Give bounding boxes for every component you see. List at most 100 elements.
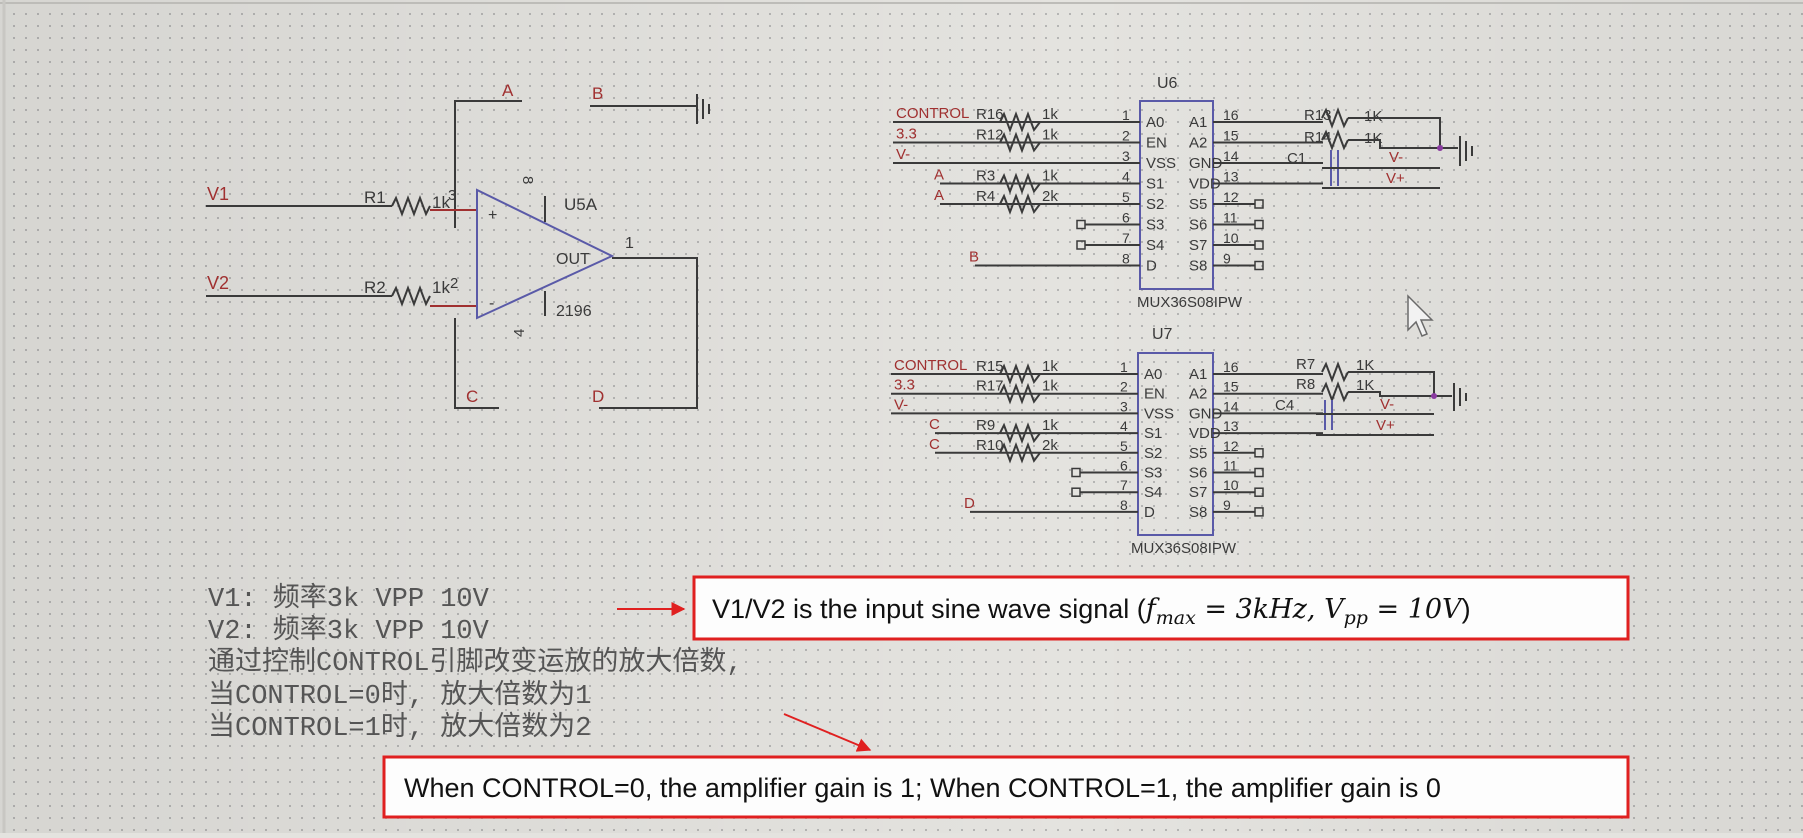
mux-u7-nc-pin xyxy=(1254,507,1264,517)
mux-u6-right-pin-num: 15 xyxy=(1223,128,1239,144)
mux-u7-ref: U7 xyxy=(1152,326,1173,343)
mux-u6-net-label: CONTROL xyxy=(896,105,969,122)
mux-u7-net-label: V- xyxy=(894,396,908,413)
mux-u6-right-pin-num: 9 xyxy=(1223,251,1231,267)
ground-symbol xyxy=(696,94,710,124)
mux-u7-right-pin-num: 15 xyxy=(1223,379,1239,395)
mux-u7-vminus: V- xyxy=(1380,396,1394,413)
mux-u6-right-pin-num: 13 xyxy=(1223,169,1239,185)
mux-u7-right-pin-num: 11 xyxy=(1223,458,1238,474)
annotation-text-top: V1/V2 is the input sine wave signal (fma… xyxy=(712,594,1471,629)
mux-u6-left-resistor xyxy=(999,172,1041,195)
mux-u6-net-label: B xyxy=(969,249,979,266)
mux-u6-right-pin-num: 14 xyxy=(1223,148,1239,164)
mux-u6-part: MUX36S08IPW xyxy=(1137,294,1243,311)
net-label-d: D xyxy=(592,387,604,406)
mux-u7-net-label: 3.3 xyxy=(894,377,915,394)
mux-u7-right-pin-num: 9 xyxy=(1223,497,1231,513)
mux-u6-left-pin-num: 7 xyxy=(1122,230,1130,246)
notes-block: V1: 频率3k VPP 10V V2: 频率3k VPP 10V 通过控制CO… xyxy=(208,582,743,744)
mux-u6-cap-ref: C1 xyxy=(1287,150,1306,167)
mux-u7-r7-ref: R7 xyxy=(1296,356,1315,373)
input-label-v1: V1 xyxy=(207,184,229,204)
mux-u7-left-pin-name: A0 xyxy=(1144,366,1162,383)
mux-u7-right-pin-name: S7 xyxy=(1189,484,1207,501)
mux-u7-net-label: CONTROL xyxy=(894,357,967,374)
mux-u6-body xyxy=(1139,100,1214,290)
mux-u6-right-pin-name: S6 xyxy=(1189,217,1207,234)
mux-u7-r8 xyxy=(1321,381,1349,403)
mux-u7-right-wire-a2 xyxy=(1348,391,1452,397)
mux-u7-left-pin-num: 3 xyxy=(1120,398,1128,414)
mux-u6-right-pin-name: S5 xyxy=(1189,196,1207,213)
mux-u6-left-pin-name: S2 xyxy=(1146,196,1164,213)
annotation-top-v: V xyxy=(1324,594,1346,625)
mux-u6-r14-val: 1K xyxy=(1364,130,1382,147)
mux-u6-left-resistor-ref: R16 xyxy=(976,106,1004,123)
mux-u6-left-resistor-ref: R3 xyxy=(976,168,995,185)
mux-u6-vplus: V+ xyxy=(1386,170,1405,187)
mux-u7-r7-val: 1K xyxy=(1356,357,1374,374)
mux-u7-nc-pin xyxy=(1254,467,1264,478)
mux-u6-r14-ref: R14 xyxy=(1304,129,1332,146)
mux-u7-vplus: V+ xyxy=(1376,417,1395,434)
mux-u7-left-resistor xyxy=(999,363,1041,385)
mux-u7-left-pin-num: 1 xyxy=(1120,359,1128,375)
mux-u7-left-resistor-ref: R10 xyxy=(976,437,1004,454)
mux-u7-nc-pin xyxy=(1254,487,1264,497)
mux-u7-right-pin-num: 10 xyxy=(1223,477,1239,493)
mux-u6-r13 xyxy=(1321,107,1349,129)
mux-u7-right-pin-name: S6 xyxy=(1189,465,1207,482)
annotation-box-bottom xyxy=(382,755,1630,819)
mux-u7-right-pin-name: A2 xyxy=(1189,386,1207,403)
mux-u6-right-pin-name: S8 xyxy=(1189,258,1207,275)
mux-u6-left-pin-name: S1 xyxy=(1146,176,1164,193)
opamp-out-pin: 1 xyxy=(625,235,634,252)
mux-u7-left-pin-num: 2 xyxy=(1120,379,1128,395)
mux-u6-junction xyxy=(1437,145,1443,151)
opamp-symbol xyxy=(476,188,615,320)
mux-u7-nc-pin xyxy=(1071,467,1081,478)
note-line-5: 当CONTROL=1时, 放大倍数为2 xyxy=(208,711,591,744)
mux-u7-left-resistor-value: 2k xyxy=(1042,437,1058,454)
mux-u7-r7 xyxy=(1321,361,1349,383)
mux-u7-left-pin-num: 8 xyxy=(1120,497,1128,513)
mux-u7-left-resistor-ref: R9 xyxy=(976,417,995,434)
mux-u7-left-pin-name: EN xyxy=(1144,386,1165,403)
mux-u6-right-wire-a2 xyxy=(1348,139,1458,149)
annotation-arrow-bottom xyxy=(783,713,872,752)
mux-u6-net-label: V- xyxy=(896,146,910,163)
opamp-plus-sign: + xyxy=(488,207,497,224)
mux-u7-left-resistor-value: 1k xyxy=(1042,378,1058,395)
opamp-pin-top: 8 xyxy=(519,176,536,184)
mux-u7-nc-pin xyxy=(1254,448,1264,458)
mux-u7-right-pin-num: 12 xyxy=(1223,438,1239,454)
mux-u6-left-resistor-ref: R4 xyxy=(976,188,995,205)
mux-u6-left-pin-num: 5 xyxy=(1122,189,1130,205)
mux-u6-left-pin-num: 2 xyxy=(1122,128,1130,144)
mux-u7-left-pin-num: 5 xyxy=(1120,438,1128,454)
mux-u6-left-pin-name: S4 xyxy=(1146,237,1164,254)
mux-u6-right-pin-num: 12 xyxy=(1223,189,1239,205)
mux-u7-right-pin-name: GND xyxy=(1189,405,1223,422)
r1-ref: R1 xyxy=(364,188,386,207)
mux-u7-r8-val: 1K xyxy=(1356,377,1374,394)
mux-u6-left-resistor-ref: R12 xyxy=(976,127,1004,144)
net-label-b: B xyxy=(592,84,603,103)
r1-value: 1k xyxy=(432,193,450,212)
mux-u7-net-label: C xyxy=(929,416,940,433)
mux-u6-nc-pin xyxy=(1254,260,1264,271)
mux-u6-r13-val: 1K xyxy=(1364,108,1382,125)
mux-u7-left-pin-name: VSS xyxy=(1144,405,1174,422)
annotation-text-bottom: When CONTROL=0, the amplifier gain is 1;… xyxy=(404,773,1441,803)
mux-u7-left-resistor-value: 1k xyxy=(1042,358,1058,375)
mux-u7-left-resistor xyxy=(999,422,1041,444)
mux-u6-net-label: A xyxy=(934,187,944,204)
mux-u6-right-wire-a1 xyxy=(1348,117,1441,148)
annotation-top-f-sub: max xyxy=(1156,607,1196,629)
mux-u7-net-label: C xyxy=(929,436,940,453)
mux-u7-r8-ref: R8 xyxy=(1296,376,1315,393)
